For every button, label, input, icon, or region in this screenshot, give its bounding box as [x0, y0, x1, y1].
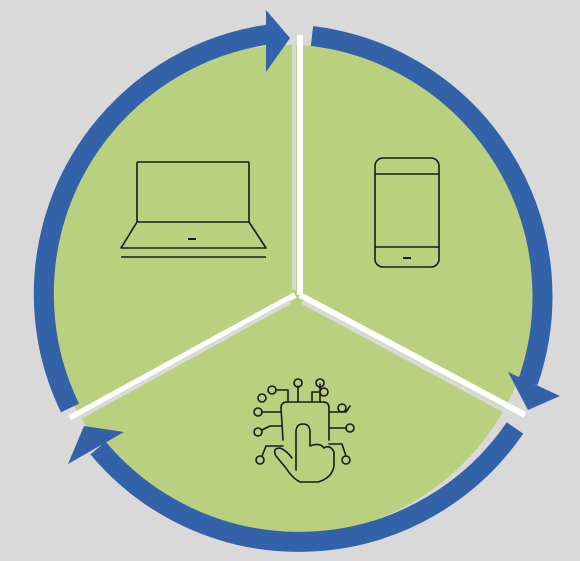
- smartphone-icon: [374, 157, 440, 268]
- arrowhead-left: [68, 426, 124, 464]
- cycle-arrows: [33, 24, 553, 552]
- segment-touch-technology: [78, 290, 502, 536]
- divider-shadow-right: [301, 300, 523, 422]
- divider-left: [68, 292, 297, 421]
- arrowheads: [68, 10, 560, 464]
- arrow-arc-right-to-left: [90, 422, 524, 552]
- arrowhead-top: [266, 10, 290, 72]
- arrowhead-right: [508, 372, 560, 410]
- divider-shadows: [67, 40, 523, 426]
- touch-circuit-icon: [253, 378, 355, 483]
- arrow-arc-left-to-top: [33, 24, 274, 413]
- laptop-icon: [120, 161, 267, 258]
- arrow-arc-top-to-right: [310, 26, 553, 386]
- divider-right: [298, 292, 527, 418]
- dividers: [68, 35, 527, 421]
- divider-shadow-left: [67, 300, 291, 426]
